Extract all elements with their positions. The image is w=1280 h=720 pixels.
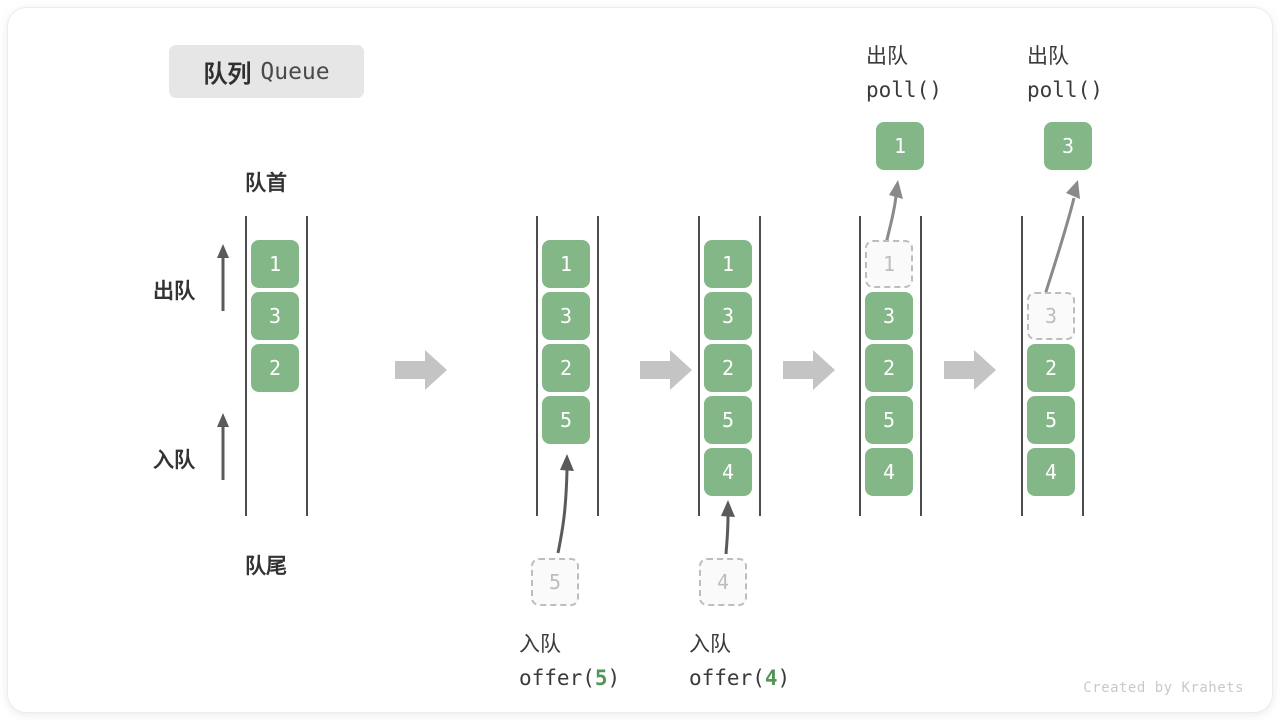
stage-1-rail-right [306,216,308,516]
stage-4-caption: 出队 poll() [866,40,942,107]
title-chinese: 队列 [203,61,252,88]
credit-text: Created by Krahets [1083,680,1244,696]
stage-1-cell-1: 3 [251,292,299,340]
stage-3-cell-1: 3 [704,292,752,340]
stage-5-cell-3: 5 [1027,396,1075,444]
stage-4-cell-2: 2 [865,344,913,392]
stage-4-popped-cell: 1 [876,122,924,170]
diagram-card: 队列 Queue 队首 队尾 出队 入队 1 3 2 1 3 2 5 5 入队 … [8,8,1272,712]
stage-5-caption: 出队 poll() [1027,40,1103,107]
stage-1-rail-left [245,216,247,516]
diagram-title: 队列 Queue [169,45,364,98]
stage-2-cell-3: 5 [542,396,590,444]
stage-2-caption-code: offer(5) [519,665,621,690]
head-label: 队首 [245,172,287,195]
stage-5-cell-4: 4 [1027,448,1075,496]
stage-1-cell-2: 2 [251,344,299,392]
stage-3-cell-0: 1 [704,240,752,288]
flow-arrow-4-icon [944,350,996,390]
stage-4-cell-1: 3 [865,292,913,340]
stage-5-caption-cn: 出队 [1027,45,1069,68]
stage-3-enqueue-arrow-icon [721,500,735,555]
stage-4-caption-code: poll() [866,77,942,102]
stage-2-incoming-cell: 5 [531,558,579,606]
stage-5-cell-1: 3 [1027,292,1075,340]
stage-5-cell-2: 2 [1027,344,1075,392]
stage-2-cell-0: 1 [542,240,590,288]
stage-2-caption-cn: 入队 [519,633,561,656]
stage-2-rail-left [536,216,538,516]
stage-1-cell-0: 1 [251,240,299,288]
stage-5-popped-cell: 3 [1044,122,1092,170]
stage-4-cell-3: 5 [865,396,913,444]
stage-2-rail-right [597,216,599,516]
stage-3-cell-3: 5 [704,396,752,444]
stage-4-dequeue-arrow-icon [884,180,903,245]
stage-3-cell-2: 2 [704,344,752,392]
title-english: Queue [260,58,330,85]
stage-2-caption: 入队 offer(5) [519,628,620,695]
flow-arrow-1-icon [395,350,447,390]
flow-arrow-2-icon [640,350,692,390]
stage-4-cell-0: 1 [865,240,913,288]
stage-5-rail-right [1082,216,1084,516]
enqueue-arrow-icon [217,413,229,480]
stage-3-caption: 入队 offer(4) [689,628,790,695]
stage-4-rail-left [859,216,861,516]
stage-5-caption-code: poll() [1027,77,1103,102]
enqueue-label: 入队 [153,449,195,472]
stage-3-caption-cn: 入队 [689,633,731,656]
stage-4-caption-cn: 出队 [866,45,908,68]
dequeue-label: 出队 [153,280,195,303]
stage-3-cell-4: 4 [704,448,752,496]
stage-3-rail-right [759,216,761,516]
stage-5-dequeue-arrow-icon [1042,180,1080,299]
flow-arrow-3-icon [783,350,835,390]
stage-4-rail-right [920,216,922,516]
stage-3-caption-code: offer(4) [689,665,791,690]
stage-5-rail-left [1021,216,1023,516]
stage-4-cell-4: 4 [865,448,913,496]
stage-2-enqueue-arrow-icon [556,454,574,554]
stage-2-cell-2: 2 [542,344,590,392]
stage-3-incoming-cell: 4 [699,558,747,606]
stage-2-cell-1: 3 [542,292,590,340]
dequeue-arrow-icon [217,244,229,311]
tail-label: 队尾 [245,555,287,578]
stage-3-rail-left [698,216,700,516]
